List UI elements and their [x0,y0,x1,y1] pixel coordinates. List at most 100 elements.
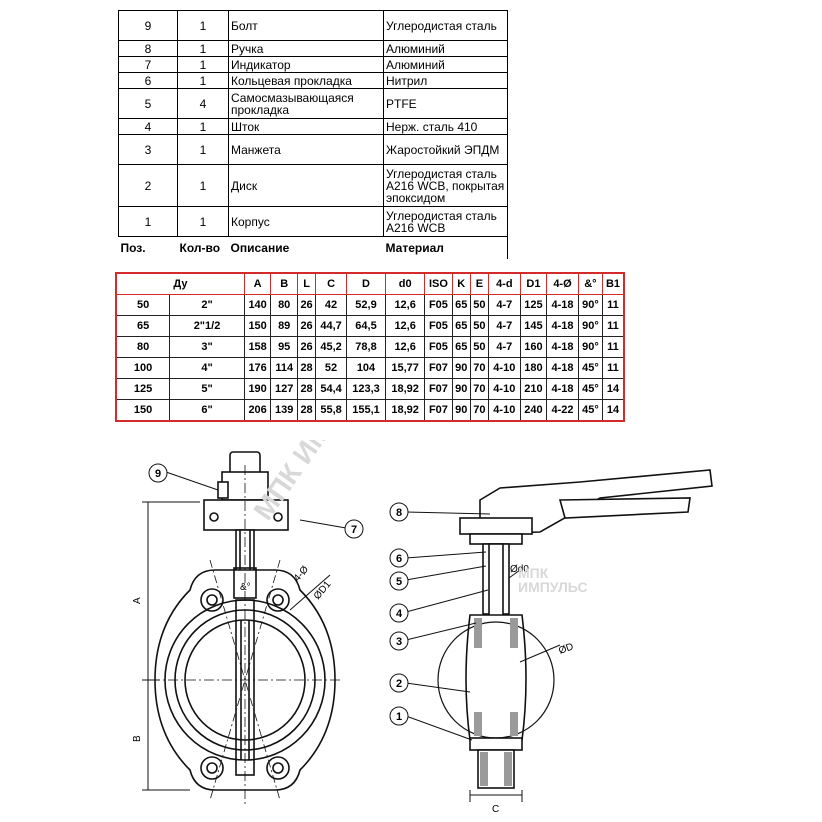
parts-cell-pos: 1 [118,206,178,237]
dims-cell: 240 [519,399,548,422]
callout-3: 3 [389,631,409,651]
parts-cell-pos: 2 [118,164,178,207]
dims-cell: 55,8 [315,399,347,422]
dims-cell: 4-10 [488,378,521,400]
parts-cell-mat: Углеродистая сталь [383,10,508,41]
parts-cell-desc: Болт [228,10,384,41]
dims-cell: 26 [296,294,317,316]
dims-header-d1: D1 [519,272,548,295]
dims-cell: 4-10 [488,399,521,422]
parts-cell-mat: Углеродистая сталь A216 WCB [383,206,508,237]
dims-cell: 18,92 [385,399,426,422]
parts-cell-qty: 1 [177,164,229,207]
dims-cell: 4-18 [546,357,579,379]
dims-cell: 190 [243,378,272,400]
parts-cell-pos: 7 [118,56,178,73]
parts-cell-desc: Манжета [228,134,384,165]
parts-cell-desc: Диск [228,164,384,207]
svg-text:6: 6 [396,553,402,565]
dims-cell: 12,6 [385,294,426,316]
dims-cell: 150 [115,399,171,422]
dims-cell: 15,77 [385,357,426,379]
parts-cell-desc: Ручка [228,40,384,57]
dims-cell: 90 [451,399,471,422]
dims-cell: 6" [169,399,245,422]
parts-cell-qty: 1 [177,56,229,73]
dims-cell: 127 [270,378,298,400]
dims-header-c: C [315,272,347,295]
parts-cell-qty: 1 [177,134,229,165]
svg-text:9: 9 [155,468,161,480]
dims-cell: 44,7 [315,315,347,337]
dims-header-k: K [451,272,471,295]
dims-cell: 155,1 [345,399,387,422]
dims-cell: 50 [115,294,171,316]
parts-cell-qty: 1 [177,206,229,237]
parts-cell-desc: Корпус [228,206,384,237]
dims-cell: 12,6 [385,336,426,358]
dims-cell: 4-18 [546,336,579,358]
dims-cell: 145 [519,315,548,337]
callout-1: 1 [389,706,409,726]
parts-cell-pos: 4 [118,118,178,135]
parts-cell-pos: 3 [118,134,178,165]
dims-cell: 64,5 [345,315,387,337]
svg-text:8: 8 [396,507,402,519]
dims-cell: 140 [243,294,272,316]
dim-label-d: ØD [557,641,575,656]
parts-cell-desc: Самосмазывающаяся прокладка [228,88,384,119]
callout-5: 5 [389,571,409,591]
dims-cell: 14 [602,399,625,422]
dims-cell: 45° [577,378,604,400]
dims-cell: 11 [602,336,625,358]
dims-cell: F05 [424,315,453,337]
dims-header-a: A [243,272,272,295]
dims-header-angle: &° [577,272,604,295]
svg-text:2: 2 [396,678,402,690]
dims-cell: 4-18 [546,378,579,400]
dims-cell: 52 [315,357,347,379]
dims-cell: 11 [602,294,625,316]
dims-cell: 70 [469,357,490,379]
parts-header-desc: Описание [228,236,384,259]
callout-2: 2 [389,673,409,693]
parts-cell-mat: Алюминий [383,40,508,57]
dims-cell: 90° [577,294,604,316]
parts-cell-qty: 1 [177,40,229,57]
dims-cell: 45,2 [315,336,347,358]
dims-cell: 65 [451,315,471,337]
parts-cell-desc: Кольцевая прокладка [228,72,384,89]
dims-cell: 4" [169,357,245,379]
dims-cell: F07 [424,399,453,422]
dims-cell: F05 [424,294,453,316]
dims-cell: 12,6 [385,315,426,337]
dims-cell: 28 [296,399,317,422]
dims-header-l: L [296,272,317,295]
parts-header-qty: Кол-во [177,236,229,259]
dims-cell: 90 [451,378,471,400]
dims-cell: 80 [270,294,298,316]
parts-cell-mat: Алюминий [383,56,508,73]
dims-cell: 52,9 [345,294,387,316]
dims-cell: 65 [451,294,471,316]
parts-cell-mat: PTFE [383,88,508,119]
valve-drawing: 9 7 8 6 5 4 3 2 [132,440,713,815]
dim-label-d0: Ød0 [510,564,529,575]
dims-cell: 100 [115,357,171,379]
svg-text:5: 5 [396,576,402,588]
parts-cell-mat: Нерж. сталь 410 [383,118,508,135]
dims-cell: 176 [243,357,272,379]
dims-cell: 4-10 [488,357,521,379]
dims-cell: 80 [115,336,171,358]
dims-cell: 95 [270,336,298,358]
dims-cell: 158 [243,336,272,358]
